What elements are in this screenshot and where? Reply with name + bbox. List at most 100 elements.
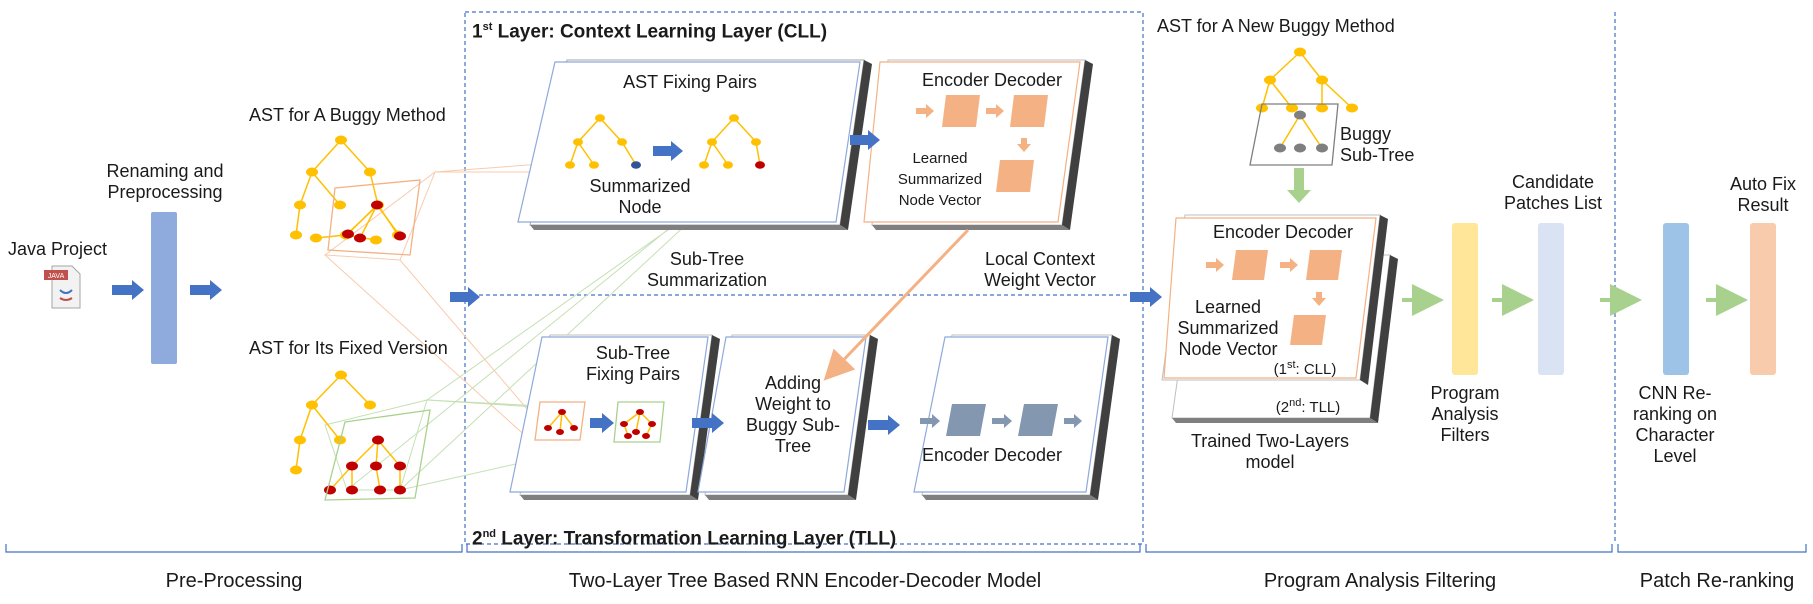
tree-node bbox=[565, 161, 575, 169]
flow-arrow-4 bbox=[653, 141, 683, 161]
tree-node bbox=[620, 421, 628, 427]
new-buggy-subtree-outline bbox=[1249, 103, 1339, 166]
tree-node bbox=[1264, 75, 1276, 85]
tree-node bbox=[1316, 143, 1328, 153]
tree-node bbox=[1274, 143, 1286, 153]
cll-encoder-decoder-label: Encoder Decoder bbox=[921, 70, 1063, 90]
auto-fix-bar bbox=[1750, 223, 1776, 375]
tree-node bbox=[729, 114, 739, 122]
tree-node bbox=[394, 231, 406, 241]
tree-node bbox=[589, 161, 599, 169]
flow-arrow-3 bbox=[450, 287, 480, 307]
tree-node bbox=[346, 485, 358, 495]
tree-node bbox=[306, 400, 318, 410]
tree-node bbox=[346, 461, 358, 471]
box-encoder-decoder-tll bbox=[913, 334, 1120, 500]
model-encoder-squares bbox=[1232, 250, 1342, 345]
ast-trees bbox=[290, 47, 1358, 501]
tll-title: 2nd Layer: Transformation Learning Layer… bbox=[472, 528, 897, 550]
tree-node bbox=[1294, 110, 1306, 120]
new-buggy-ast-tree bbox=[1256, 47, 1358, 113]
tree-node bbox=[573, 138, 583, 146]
green-down-arrow bbox=[1287, 168, 1311, 203]
flow-arrow-8 bbox=[868, 415, 900, 435]
tree-node bbox=[370, 461, 382, 471]
tree-node bbox=[306, 167, 318, 177]
subtree-pair-right bbox=[620, 409, 656, 439]
fixing-pair-right-tree bbox=[699, 114, 765, 169]
tree-node bbox=[290, 465, 302, 475]
tree-node bbox=[558, 409, 566, 415]
cll-encoder-squares bbox=[942, 95, 1048, 192]
tree-node bbox=[751, 138, 761, 146]
ast-fixed-label: AST for Its Fixed Version bbox=[249, 338, 448, 358]
tree-node bbox=[290, 230, 302, 240]
tree-node bbox=[636, 409, 644, 415]
tree-node bbox=[707, 138, 717, 146]
tree-node bbox=[334, 200, 346, 210]
box-ast-fixing-pairs bbox=[517, 59, 872, 230]
subtree-pair-right-outline bbox=[613, 401, 665, 443]
local-context-arrow bbox=[823, 228, 970, 381]
section-dividers bbox=[464, 11, 1616, 545]
tree-node bbox=[370, 235, 382, 245]
flow-arrow-7 bbox=[692, 413, 724, 433]
flow-arrow-9 bbox=[1130, 287, 1162, 307]
tll-tag-label: (2nd: TLL) bbox=[1275, 397, 1341, 416]
subtree-pair-left bbox=[544, 409, 578, 435]
flow-arrow-2 bbox=[190, 280, 222, 300]
tree-node bbox=[755, 161, 765, 169]
tree-node bbox=[364, 400, 376, 410]
java-file-icon: JAVA bbox=[44, 265, 81, 309]
tree-node bbox=[371, 200, 383, 210]
cll-title: 1st Layer: Context Learning Layer (CLL) bbox=[472, 21, 828, 43]
flow-arrow-1 bbox=[112, 280, 144, 300]
tree-node bbox=[1316, 75, 1328, 85]
small-salmon-arrows bbox=[916, 104, 1326, 306]
tree-node bbox=[294, 200, 306, 210]
tree-node bbox=[394, 461, 406, 471]
section-braces bbox=[5, 544, 1807, 553]
blue-arrows bbox=[112, 130, 1748, 435]
tree-node bbox=[394, 485, 406, 495]
new-buggy-gray-subtree bbox=[1274, 110, 1328, 153]
tree-node bbox=[294, 435, 306, 445]
tree-node bbox=[342, 229, 354, 239]
tree-node bbox=[648, 421, 656, 427]
tree-node bbox=[699, 161, 709, 169]
flow-arrow-6 bbox=[590, 413, 614, 433]
section-reranking: Patch Re-ranking bbox=[1639, 570, 1795, 592]
tll-encoder-decoder-label: Encoder Decoder bbox=[921, 445, 1063, 465]
subtree-pair-left-outline bbox=[534, 401, 586, 441]
ast-buggy-label: AST for A Buggy Method bbox=[249, 105, 446, 125]
tree-node bbox=[1346, 103, 1358, 113]
java-project-label: Java Project bbox=[8, 239, 108, 259]
preprocessing-bar bbox=[151, 212, 177, 364]
tree-node bbox=[1256, 103, 1268, 113]
model-dashed-box bbox=[464, 11, 1144, 545]
tree-node bbox=[1294, 143, 1306, 153]
section-model: Two-Layer Tree Based RNN Encoder-Decoder… bbox=[568, 570, 1042, 592]
tree-node bbox=[631, 161, 641, 169]
tree-node bbox=[374, 485, 386, 495]
cll-tag-label: (1st: CLL) bbox=[1273, 359, 1337, 378]
fixing-pair-left-tree bbox=[565, 114, 641, 169]
tree-node bbox=[617, 138, 627, 146]
tree-node bbox=[335, 370, 347, 380]
tree-node bbox=[556, 429, 564, 435]
buggy-subtree-outline bbox=[327, 179, 421, 256]
fixed-subtree-outline bbox=[324, 409, 431, 501]
fixed-ast-tree bbox=[290, 370, 376, 475]
section-preprocessing: Pre-Processing bbox=[165, 570, 303, 592]
